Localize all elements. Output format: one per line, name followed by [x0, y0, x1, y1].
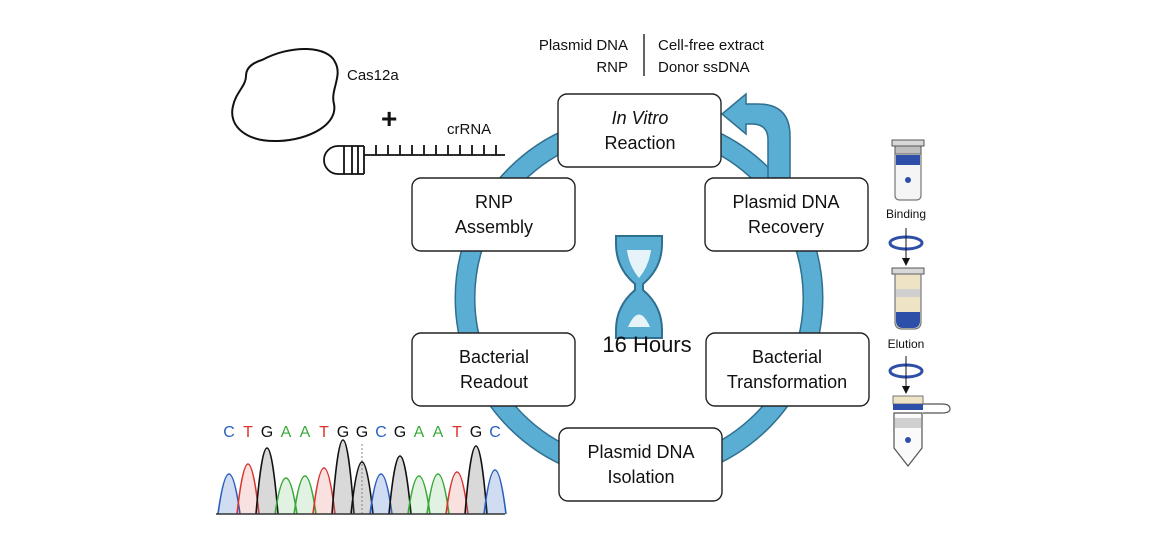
- readout-title: Bacterial: [459, 347, 529, 367]
- step-bacterial-transformation: Bacterial Transformation: [705, 332, 870, 407]
- isolation-subtitle: Isolation: [607, 467, 674, 487]
- spin-column-binding: [891, 139, 925, 201]
- trace-peak: [255, 447, 279, 515]
- assembly-subtitle: Assembly: [455, 217, 533, 237]
- elution-label: Elution: [888, 337, 925, 351]
- crrna-strand-icon: [323, 145, 505, 175]
- centrifuge-spin-icon-2: [888, 356, 924, 394]
- trace-peaks: [217, 439, 507, 515]
- base-call: G: [394, 424, 406, 441]
- trace-peak: [236, 463, 260, 515]
- spin-column-washed: [891, 267, 925, 330]
- transformation-title: Bacterial: [752, 347, 822, 367]
- base-call: G: [356, 424, 368, 441]
- base-call: A: [300, 424, 311, 441]
- trace-peak: [369, 473, 393, 515]
- step-bacterial-readout: Bacterial Readout: [411, 332, 576, 407]
- trace-peak: [331, 439, 355, 515]
- base-call: T: [452, 424, 462, 441]
- cas12a-protein-shape: [231, 48, 339, 143]
- collection-tube: [892, 395, 951, 467]
- in-vitro-subtitle: Reaction: [604, 133, 675, 153]
- step-plasmid-dna-recovery: Plasmid DNA Recovery: [704, 177, 869, 252]
- reaction-inputs: Plasmid DNA RNP Cell-free extract Donor …: [539, 34, 765, 76]
- input-cell-free-extract: Cell-free extract: [658, 37, 765, 54]
- readout-subtitle: Readout: [460, 372, 528, 392]
- trace-peak: [388, 455, 412, 515]
- trace-peak: [293, 475, 317, 515]
- base-call: A: [433, 424, 444, 441]
- trace-peak: [312, 467, 336, 515]
- transformation-subtitle: Transformation: [727, 372, 847, 392]
- assembly-title: RNP: [475, 192, 513, 212]
- base-call: T: [243, 424, 253, 441]
- rnp-components: Cas12a + crRNA: [231, 48, 505, 175]
- trace-peak: [274, 477, 298, 515]
- duration-label: 16 Hours: [602, 332, 691, 357]
- step-in-vitro-reaction: In Vitro Reaction: [557, 93, 722, 168]
- step-rnp-assembly: RNP Assembly: [411, 177, 576, 252]
- trace-peak: [445, 471, 469, 515]
- trace-peak: [217, 473, 241, 515]
- input-donor-ssdna: Donor ssDNA: [658, 59, 750, 76]
- return-arrow: [720, 92, 791, 179]
- step-plasmid-dna-isolation: Plasmid DNA Isolation: [558, 427, 723, 502]
- base-call: A: [281, 424, 292, 441]
- base-call: G: [261, 424, 273, 441]
- trace-peak: [483, 469, 507, 515]
- base-call: T: [319, 424, 329, 441]
- input-rnp: RNP: [596, 59, 628, 76]
- trace-peak: [426, 473, 450, 515]
- centrifuge-spin-icon: [888, 228, 924, 266]
- base-call: C: [223, 424, 235, 441]
- base-call: C: [489, 424, 501, 441]
- input-plasmid-dna: Plasmid DNA: [539, 37, 628, 54]
- base-call: G: [337, 424, 349, 441]
- base-call: G: [470, 424, 482, 441]
- recovery-title: Plasmid DNA: [732, 192, 839, 212]
- crrna-label: crRNA: [447, 121, 491, 138]
- in-vitro-title: In Vitro: [612, 108, 669, 128]
- trace-peak: [350, 461, 374, 515]
- hourglass-icon: [615, 235, 663, 339]
- recovery-subtitle: Recovery: [748, 217, 824, 237]
- plus-sign: +: [381, 103, 397, 134]
- cas12a-label: Cas12a: [347, 67, 399, 84]
- base-call: C: [375, 424, 387, 441]
- trace-peak: [464, 445, 488, 515]
- trace-peak: [407, 475, 431, 515]
- base-call: A: [414, 424, 425, 441]
- isolation-title: Plasmid DNA: [587, 442, 694, 462]
- binding-label: Binding: [886, 207, 926, 221]
